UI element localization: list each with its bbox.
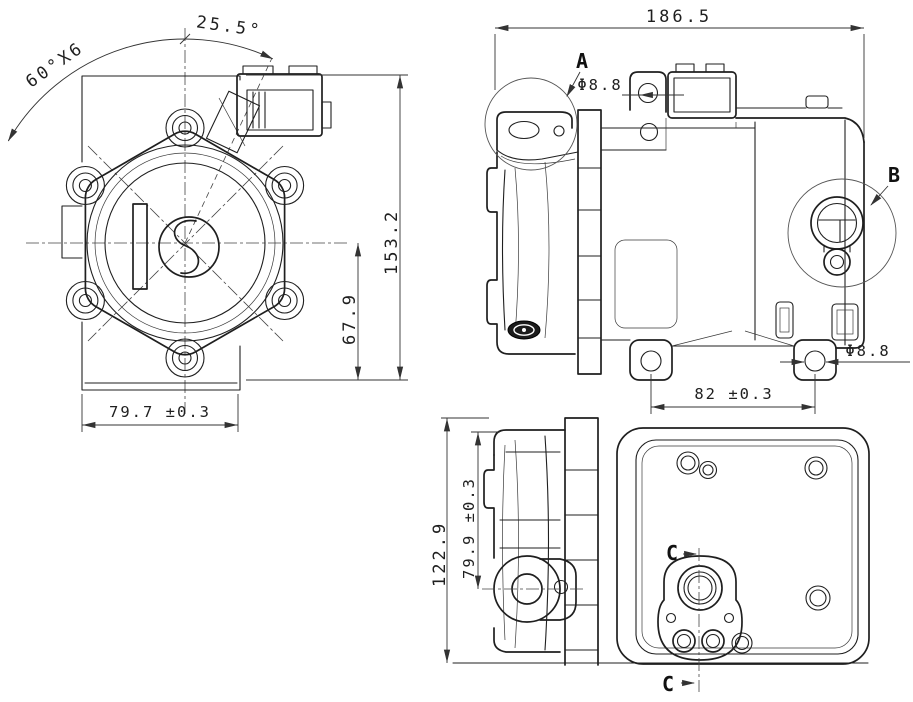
rear-view: C C 122.9 79.9 ±0.3	[430, 417, 870, 696]
port-b	[810, 196, 864, 276]
dim-connector-angle-text: 25.5°	[195, 12, 263, 41]
side-connector	[667, 63, 737, 119]
dim-base-width-text: 79.7 ±0.3	[109, 403, 211, 421]
dim-rear-height: 122.9	[430, 417, 489, 663]
dim-foot-spacing: 82 ±0.3	[650, 374, 816, 414]
dim-overall-length: 186.5	[494, 7, 865, 138]
connector-wedge	[205, 90, 261, 154]
detail-circle-a	[484, 77, 578, 171]
dim-center-to-base-text: 67.9	[340, 292, 360, 345]
dim-foot-hole-text: Φ8.8	[845, 342, 890, 360]
dim-rear-height-text: 122.9	[430, 521, 450, 587]
dim-bolt-pattern: 60°X6	[7, 33, 274, 142]
dim-ear-hole-text: Φ8.8	[577, 76, 622, 94]
dim-foot-spacing-text: 82 ±0.3	[694, 385, 773, 403]
side-view: A B 186.5 Φ8.8 Φ8.8	[484, 7, 910, 414]
dim-ear-hole: Φ8.8	[577, 76, 684, 99]
angle-25-5-line	[184, 57, 273, 244]
detail-circle-b	[787, 178, 897, 288]
dim-top-to-ear: 79.9 ±0.3	[460, 431, 500, 589]
rear-ear	[482, 555, 586, 623]
front-view: 60°X6 25.5° 153.2 67.9 79.7 ±0.3	[7, 12, 408, 432]
dim-overall-height-text: 153.2	[382, 209, 402, 275]
bolt-bosses	[65, 108, 305, 378]
s-logo	[132, 203, 220, 290]
inverter-cover	[616, 427, 870, 665]
label-section-c-top: C	[666, 541, 678, 565]
label-detail-a: A	[576, 49, 588, 73]
label-detail-b: B	[888, 163, 900, 187]
dim-base-width: 79.7 ±0.3	[81, 394, 239, 432]
dim-center-to-base: 67.9	[340, 243, 362, 380]
section-c: C C	[662, 541, 700, 696]
front-connector	[236, 65, 332, 137]
dim-foot-hole: Φ8.8	[780, 342, 910, 366]
dim-overall-height: 153.2	[246, 74, 408, 381]
grommet	[507, 320, 541, 340]
dim-overall-length-text: 186.5	[646, 7, 712, 27]
rear-port-boss	[657, 555, 743, 661]
label-section-c-bottom: C	[662, 672, 674, 696]
dim-top-to-ear-text: 79.9 ±0.3	[460, 477, 478, 579]
dim-bolt-pattern-text: 60°X6	[22, 38, 88, 92]
